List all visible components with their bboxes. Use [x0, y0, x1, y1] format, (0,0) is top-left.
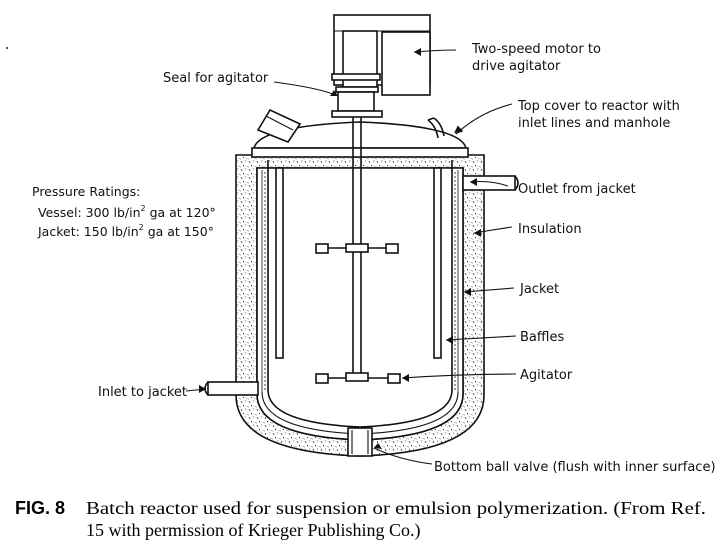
- label-agitator: Agitator: [520, 368, 573, 383]
- motor-housing: [333, 14, 431, 96]
- agitator-seal: [331, 73, 383, 118]
- upper-impeller: [315, 243, 399, 254]
- jacket-wall-hatching: [261, 170, 459, 392]
- pressure-vessel: Vessel: 300 lb/in2 ga at 120°: [38, 204, 216, 220]
- label-inlet: Inlet to jacket: [98, 385, 187, 400]
- lower-impeller: [315, 372, 401, 384]
- inlet-line: [427, 117, 445, 139]
- manhole-nozzle: [256, 108, 302, 143]
- label-bottom-valve: Bottom ball valve (flush with inner surf…: [434, 460, 716, 475]
- jacket-inlet-pipe: [204, 381, 259, 396]
- pressure-heading: Pressure Ratings:: [32, 184, 140, 199]
- top-cover: [251, 121, 469, 158]
- label-top-cover-line1: Top cover to reactor with: [517, 99, 680, 114]
- label-insulation: Insulation: [518, 222, 582, 237]
- arrow-heads: [199, 48, 481, 449]
- label-baffles: Baffles: [520, 330, 564, 345]
- label-motor-line2: drive agitator: [472, 59, 561, 74]
- pressure-ratings: Pressure Ratings: Vessel: 300 lb/in2 ga …: [32, 184, 216, 239]
- label-motor-line1: Two-speed motor to: [471, 42, 601, 57]
- label-top-cover-line2: inlet lines and manhole: [518, 116, 670, 131]
- baffles: [275, 167, 442, 359]
- leader-lines: [185, 49, 517, 465]
- bottom-ball-valve: [347, 427, 373, 457]
- pressure-jacket: Jacket: 150 lb/in2 ga at 150°: [37, 223, 214, 239]
- label-jacket: Jacket: [519, 282, 559, 297]
- stray-dot: [6, 47, 8, 49]
- label-seal: Seal for agitator: [163, 71, 269, 86]
- jacket-space: [256, 167, 464, 441]
- caption-fig-number: FIG. 8: [15, 498, 65, 518]
- label-outlet: Outlet from jacket: [518, 182, 636, 197]
- jacket-outlet-pipe: [462, 175, 519, 191]
- caption-line1: Batch reactor used for suspension or emu…: [86, 498, 706, 519]
- caption-line2: 15 with permission of Krieger Publishing…: [86, 520, 420, 541]
- vessel-wall: [267, 160, 453, 428]
- figure-caption: FIG. 8 Batch reactor used for suspension…: [15, 498, 706, 541]
